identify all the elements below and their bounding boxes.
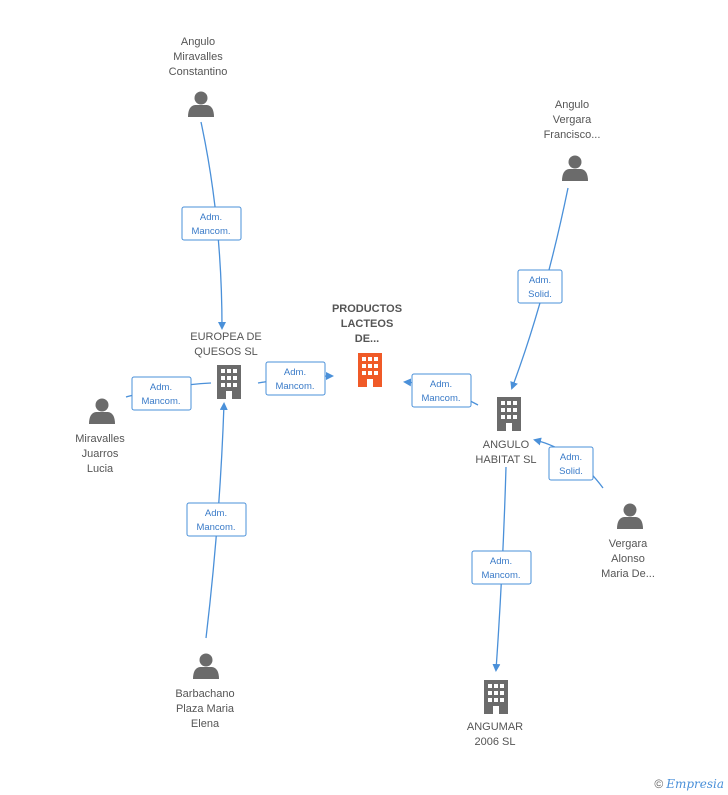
node-label-line: ANGULO	[483, 439, 530, 451]
role-line-2: Solid.	[528, 289, 552, 300]
role-line-1: Adm.	[490, 556, 512, 567]
role-line-2: Mancom.	[421, 393, 460, 404]
node-label-line: Angulo	[555, 99, 589, 111]
person-icon	[193, 653, 219, 679]
building-icon	[497, 397, 521, 431]
node-miravalles-juarros[interactable]: Miravalles Juarros Lucia	[75, 398, 125, 476]
role-box-europea-main[interactable]: Adm. Mancom.	[265, 361, 326, 396]
node-angumar[interactable]: ANGUMAR 2006 SL	[467, 680, 523, 748]
node-barbachano[interactable]: Barbachano Plaza Maria Elena	[175, 653, 235, 731]
role-line-2: Mancom.	[275, 381, 314, 392]
node-angulo-vergara[interactable]: Angulo Vergara Francisco...	[544, 99, 601, 181]
role-line-1: Adm.	[205, 508, 227, 519]
node-label-line: QUESOS SL	[194, 346, 258, 358]
role-line-2: Mancom.	[481, 570, 520, 581]
role-line-1: Adm.	[150, 382, 172, 393]
copyright-symbol: ©	[654, 777, 664, 791]
building-icon	[217, 365, 241, 399]
role-box-miravalles-juarros[interactable]: Adm. Mancom.	[131, 376, 192, 411]
node-label-line: Francisco...	[544, 129, 601, 141]
node-label-line: Alonso	[611, 553, 645, 565]
person-icon	[89, 398, 115, 424]
role-box-barbachano[interactable]: Adm. Mancom.	[186, 502, 247, 537]
role-line-2: Mancom.	[191, 226, 230, 237]
node-angulo-habitat[interactable]: ANGULO HABITAT SL	[475, 397, 537, 466]
node-label-line: 2006 SL	[475, 736, 516, 748]
role-line-1: Adm.	[430, 379, 452, 390]
node-angulo-miravalles[interactable]: Angulo Miravalles Constantino	[169, 36, 228, 117]
node-label-line: Plaza Maria	[176, 703, 235, 715]
role-box-habitat-angumar[interactable]: Adm. Mancom.	[471, 550, 532, 585]
role-line-1: Adm.	[200, 212, 222, 223]
node-label-line: LACTEOS	[341, 318, 394, 330]
role-box-vergara-alonso[interactable]: Adm. Solid.	[548, 446, 594, 481]
node-vergara-alonso[interactable]: Vergara Alonso Maria De...	[601, 503, 655, 581]
node-label-line: Barbachano	[175, 688, 234, 700]
role-box-angulo-miravalles[interactable]: Adm. Mancom.	[181, 206, 242, 241]
node-label-line: HABITAT SL	[475, 454, 536, 466]
role-line-1: Adm.	[560, 452, 582, 463]
role-line-1: Adm.	[529, 275, 551, 286]
node-label-line: Maria De...	[601, 568, 655, 580]
edges	[125, 121, 604, 672]
person-icon	[617, 503, 643, 529]
building-icon	[358, 353, 382, 387]
building-icon	[484, 680, 508, 714]
node-label-line: PRODUCTOS	[332, 303, 402, 315]
node-label-line: Elena	[191, 718, 220, 730]
node-label-line: Constantino	[169, 66, 228, 78]
node-label-line: Vergara	[609, 538, 648, 550]
role-line-2: Mancom.	[196, 522, 235, 533]
role-line-2: Mancom.	[141, 396, 180, 407]
node-label-line: Vergara	[553, 114, 592, 126]
node-label-line: DE...	[355, 333, 379, 345]
person-icon	[188, 91, 214, 117]
role-line-2: Solid.	[559, 466, 583, 477]
node-label-line: ANGUMAR	[467, 721, 523, 733]
role-line-1: Adm.	[284, 367, 306, 378]
node-label-line: Angulo	[181, 36, 215, 48]
footer-brand[interactable]: ©Empresia	[654, 777, 724, 791]
role-box-angulo-vergara[interactable]: Adm. Solid.	[517, 269, 563, 304]
node-label-line: Miravalles	[173, 51, 223, 63]
node-label-line: EUROPEA DE	[190, 331, 262, 343]
node-main-company[interactable]: PRODUCTOS LACTEOS DE...	[332, 303, 402, 387]
node-label-line: Lucia	[87, 463, 114, 475]
node-label-line: Juarros	[82, 448, 119, 460]
person-icon	[562, 155, 588, 181]
role-box-habitat-main[interactable]: Adm. Mancom.	[411, 373, 472, 408]
node-label-line: Miravalles	[75, 433, 125, 445]
brand-logo-text: Empresia	[666, 777, 724, 791]
node-europea[interactable]: EUROPEA DE QUESOS SL	[190, 331, 262, 399]
